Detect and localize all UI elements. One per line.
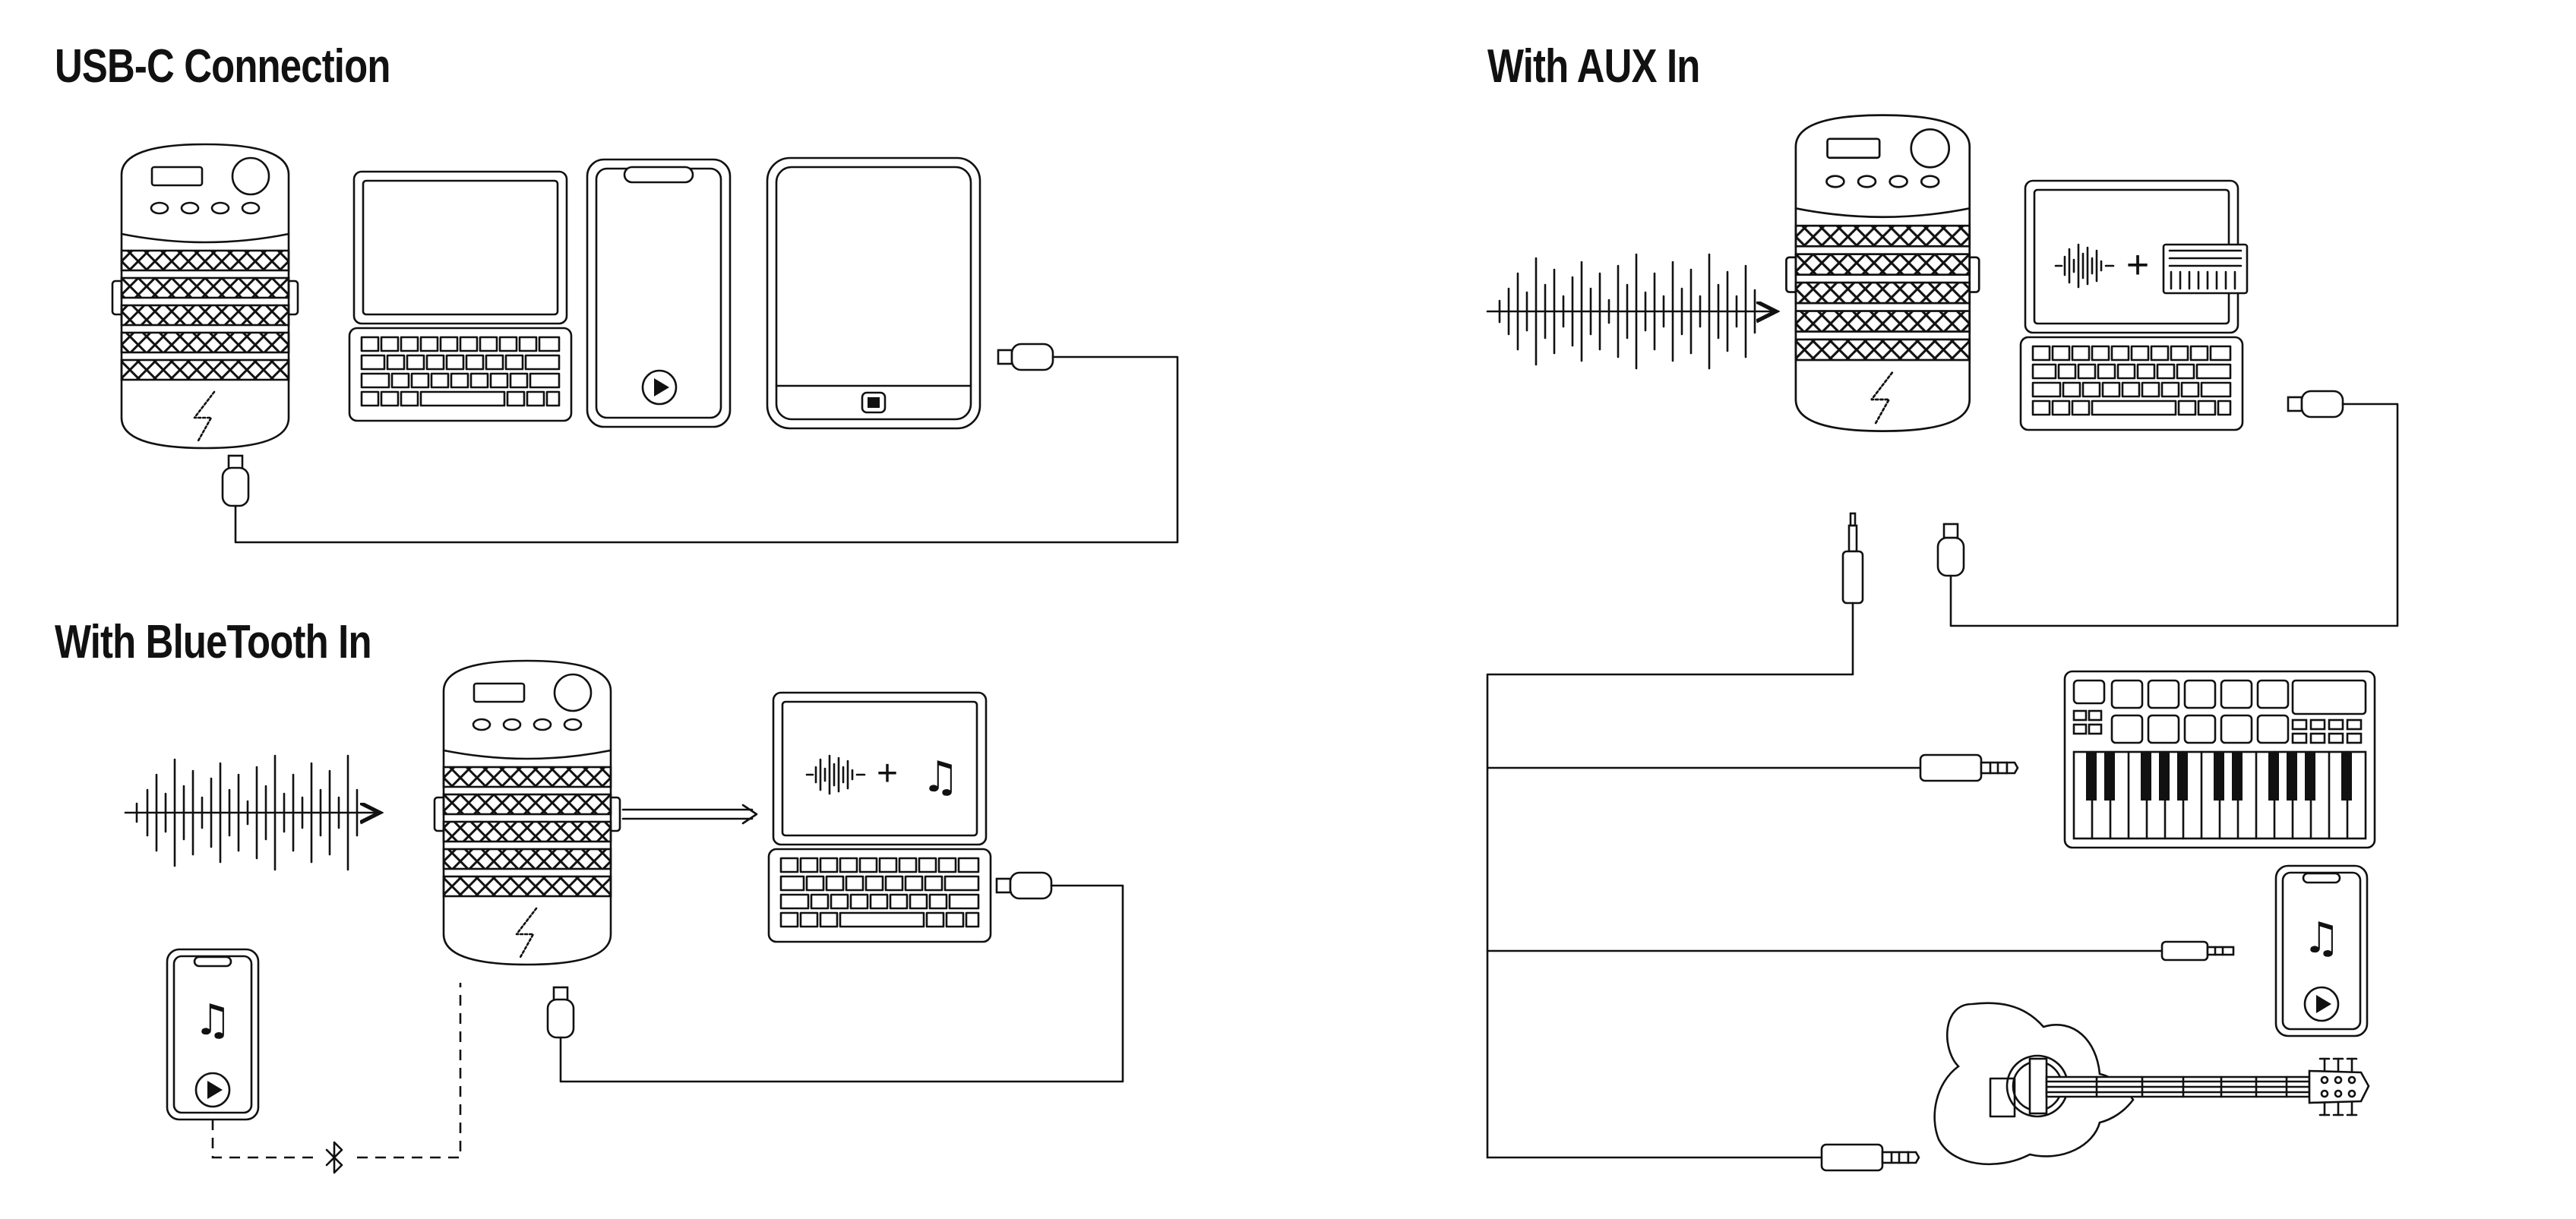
play-icon <box>2303 986 2340 1022</box>
aux-cable-bus <box>1486 602 1854 1159</box>
laptop-screen-content-bt: + ♫ <box>805 753 959 802</box>
laptop-usbc <box>348 170 573 422</box>
microphone-aux <box>1785 114 1980 432</box>
microphone-usbc <box>111 143 299 450</box>
bluetooth-link <box>211 983 462 1159</box>
tablet-usbc <box>766 156 981 430</box>
smartphone-aux: ♫ <box>2274 864 2369 1037</box>
usbc-plug-laptop-bt <box>995 871 1053 900</box>
bluetooth-icon <box>319 1139 349 1176</box>
bluetooth-in-title: With BlueTooth In <box>55 616 372 668</box>
jack-6-35-guitar <box>1820 1143 1920 1172</box>
midi-controller-icon <box>2162 243 2249 295</box>
aux-jack-mic <box>1841 512 1864 605</box>
usbc-cable-bt <box>559 884 1124 1083</box>
play-icon <box>194 1072 231 1108</box>
jack-6-35-keyboard <box>1919 753 2019 782</box>
midi-keyboard <box>2063 670 2376 849</box>
smartphone-bt: ♫ <box>166 948 260 1121</box>
play-icon <box>641 369 678 406</box>
plus-sign-bt: + <box>877 753 898 794</box>
music-note-icon: ♫ <box>2303 914 2341 963</box>
output-arrow-bt <box>621 804 758 825</box>
usbc-connection-title: USB-C Connection <box>55 40 390 93</box>
laptop-screen-content-aux: + <box>2054 243 2249 295</box>
microphone-bt <box>433 659 621 966</box>
usbc-plug-device <box>997 343 1054 371</box>
plus-sign-aux: + <box>2126 243 2149 287</box>
laptop-aux <box>2019 179 2244 431</box>
usbc-section <box>111 143 1179 544</box>
aux-in-title: With AUX In <box>1487 40 1700 93</box>
bluetooth-section: + ♫ ♫ <box>124 659 1124 1176</box>
laptop-bt <box>767 691 992 943</box>
music-note-icon: ♫ <box>194 996 232 1045</box>
usbc-plug-mic-aux <box>1936 523 1965 577</box>
audio-waveform-aux <box>1486 253 1776 370</box>
usbc-cable-aux <box>1949 403 2399 627</box>
jack-3-5-phone <box>2160 940 2235 962</box>
aux-section: + <box>1486 114 2399 1172</box>
usbc-cable <box>234 355 1179 544</box>
usbc-plug-mic <box>221 454 250 507</box>
music-note-icon: ♫ <box>921 753 959 802</box>
usbc-plug-laptop-aux <box>2287 390 2344 418</box>
audio-waveform-bt <box>124 754 380 871</box>
acoustic-guitar <box>1933 1002 2370 1166</box>
usbc-plug-mic-bt <box>546 986 575 1039</box>
smartphone-usbc <box>586 158 732 428</box>
